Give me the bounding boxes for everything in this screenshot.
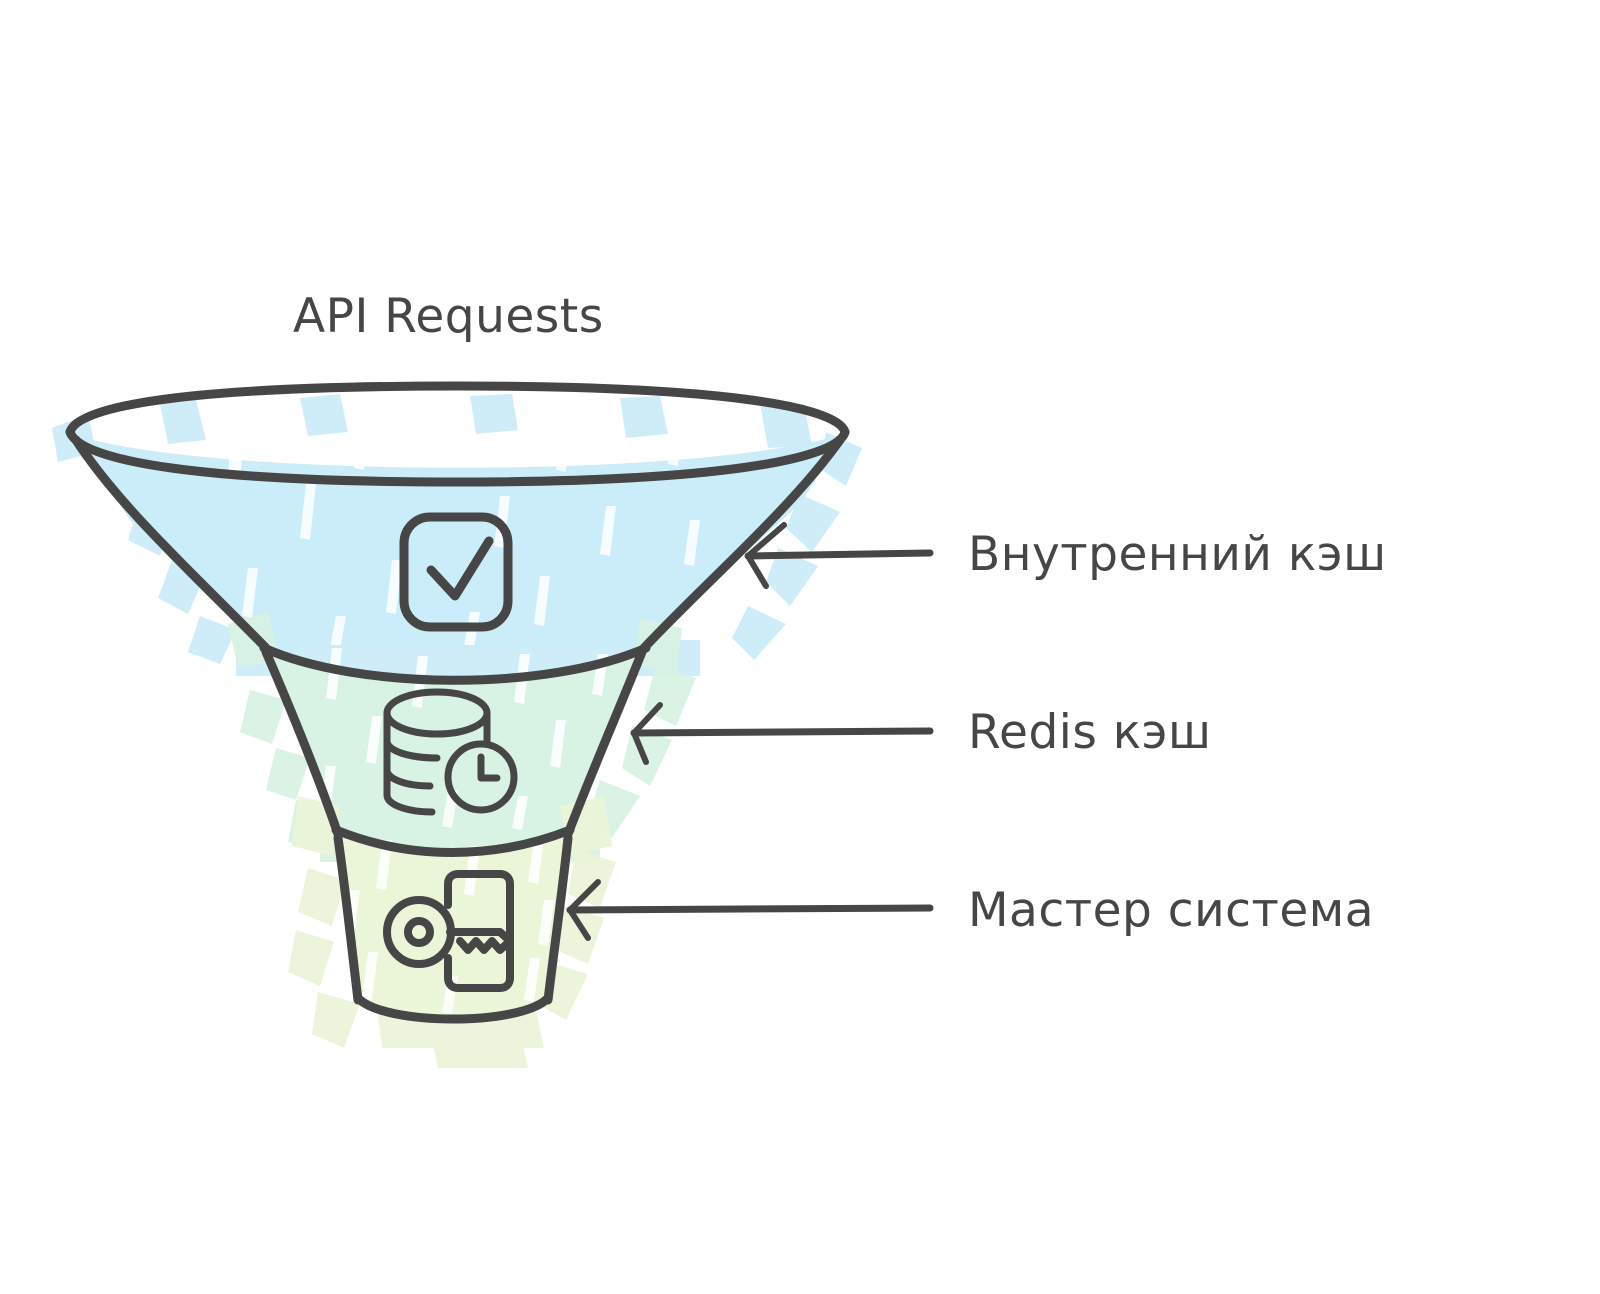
funnel-outline	[65, 381, 850, 1024]
connector-arrowhead-3	[567, 879, 601, 941]
funnel-rim-outer	[65, 381, 850, 437]
stage-1-fill	[52, 394, 862, 676]
funnel-divider-1	[259, 643, 651, 685]
connector-line-2	[630, 727, 934, 737]
stage-label-1: Внутренний кэш	[968, 527, 1387, 582]
funnel-wall-right-3	[543, 833, 573, 1005]
funnel-wall-left-2	[261, 647, 343, 839]
funnel-base	[353, 993, 553, 1024]
stage-label-2: Redis кэш	[968, 705, 1211, 760]
connector-stage-3	[566, 879, 934, 941]
connector-arrowhead-2	[631, 702, 663, 765]
funnel-wall-left-1	[71, 435, 271, 653]
connector-line-1	[744, 549, 934, 560]
key-door-icon	[383, 870, 514, 992]
funnel-divider-2	[331, 825, 575, 857]
stage-label-3: Мастер система	[968, 883, 1374, 938]
connector-line-3	[566, 904, 934, 914]
funnel-wall-right-1	[639, 435, 845, 653]
connector-stage-1	[744, 522, 934, 589]
page-title: API Requests	[293, 289, 604, 344]
funnel-wall-left-3	[333, 833, 363, 1005]
funnel-rim-front	[65, 427, 850, 487]
connectors	[566, 522, 934, 941]
funnel-wall-right-2	[563, 647, 647, 839]
checkbox-check-icon	[399, 512, 513, 632]
connector-stage-2	[630, 702, 934, 765]
database-clock-icon	[383, 688, 518, 816]
connector-arrowhead-1	[745, 522, 787, 589]
